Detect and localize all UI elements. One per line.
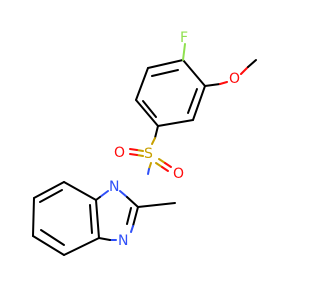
- bond-s-o: [158, 158, 166, 164]
- bond-s-o: [155, 162, 163, 168]
- bond-s-o: [164, 162, 172, 168]
- molecule-canvas: F O S O O N N: [32, 30, 257, 256]
- double-bond-c2-n3: [126, 207, 132, 225]
- bond: [63, 181, 97, 201]
- bond-s-o: [136, 149, 144, 152]
- bond-s-n: [147, 168, 150, 175]
- double-bond: [89, 204, 93, 234]
- oxygen-sulfonyl-right-label: O: [173, 166, 184, 182]
- bond: [157, 119, 194, 127]
- bond: [32, 235, 65, 256]
- bond-o-ch3: [247, 59, 257, 68]
- double-bond: [142, 100, 157, 118]
- bond-o-ch3: [240, 66, 249, 75]
- bond-s-n: [148, 162, 152, 170]
- bond-c-s: [154, 125, 159, 139]
- bond-n-c2: [119, 190, 128, 198]
- bond-c7a-c3a: [95, 199, 100, 239]
- nitrogen-3-label: N: [118, 233, 128, 249]
- bond-n3-c3a: [98, 237, 111, 241]
- bond-s-o: [129, 153, 138, 156]
- bond: [63, 237, 100, 256]
- bond: [135, 67, 149, 101]
- oxygen-methoxy-label: O: [229, 71, 240, 87]
- fluorine-atom-label: F: [180, 30, 188, 46]
- bond-n-c7a: [99, 190, 109, 198]
- bond-s-o: [129, 148, 138, 151]
- bond-c-f: [182, 43, 186, 61]
- bond: [33, 181, 65, 199]
- bond: [192, 85, 206, 121]
- molecule-structure: F O S O O N N: [32, 30, 257, 256]
- phenyl-ring: [135, 59, 206, 127]
- double-bond: [151, 69, 179, 77]
- double-bond: [187, 88, 198, 114]
- bond-c-o: [219, 81, 228, 85]
- bond-c-s: [151, 137, 156, 145]
- bond-c2-n3: [130, 225, 134, 233]
- bond: [182, 59, 206, 87]
- bond-c2-n3: [132, 206, 139, 227]
- oxygen-sulfonyl-top-label: O: [114, 145, 125, 161]
- sulfur-atom-label: S: [144, 146, 153, 162]
- bond-s-o: [136, 154, 144, 157]
- bond-s-o: [161, 166, 169, 172]
- bond: [32, 197, 35, 237]
- bond: [135, 99, 159, 127]
- bond: [147, 59, 184, 69]
- benzo-ring: [32, 181, 100, 256]
- bond-n-c2: [126, 196, 139, 208]
- bond-c-o: [204, 83, 221, 87]
- bond-c2-methyl: [137, 202, 176, 208]
- imidazole-ring: N: [95, 190, 176, 249]
- double-bond: [40, 229, 65, 246]
- nitrogen-1-label: N: [109, 179, 119, 195]
- double-bond: [39, 189, 63, 203]
